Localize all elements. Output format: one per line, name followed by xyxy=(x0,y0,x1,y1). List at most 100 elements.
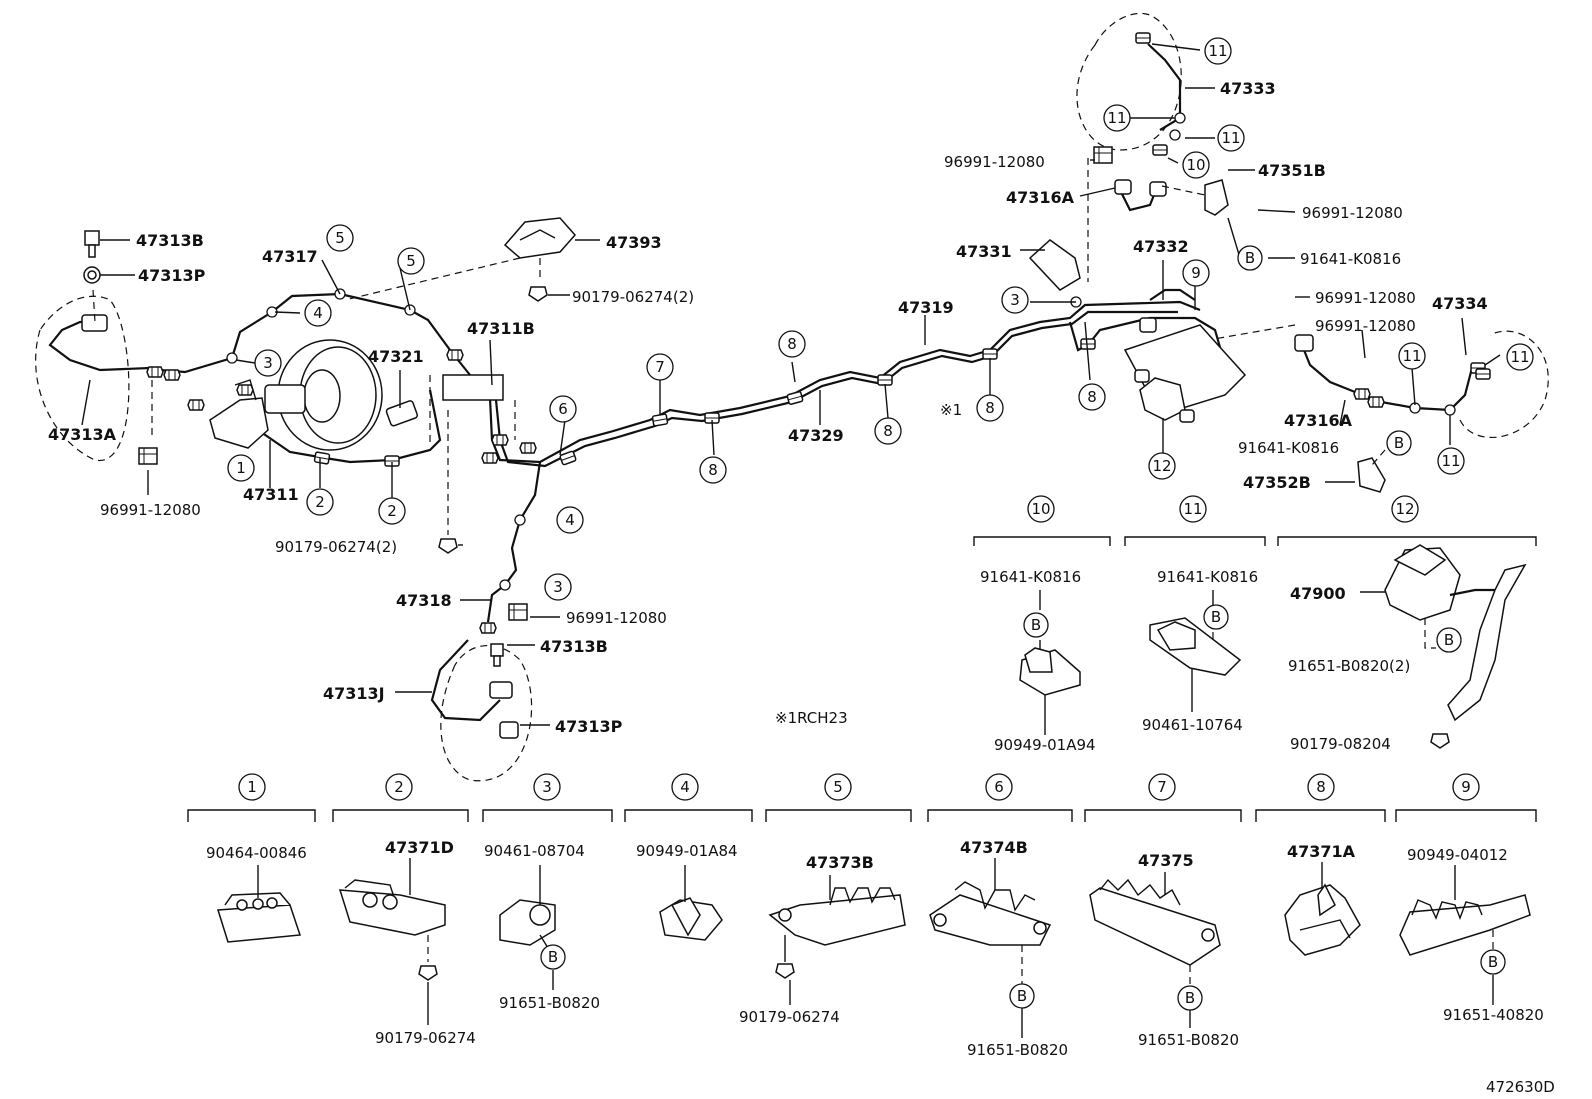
circled-number-text-12: 12 xyxy=(1395,500,1414,518)
circled-number-11 xyxy=(1217,124,1245,152)
kit-12-upper-label: 47900 xyxy=(1290,584,1346,603)
circled-number-text-10: 10 xyxy=(1186,156,1205,174)
kit-3-upper-label: 90461-08704 xyxy=(484,842,585,860)
kit-7-upper-label: 47375 xyxy=(1138,851,1194,870)
circled-number-text-8: 8 xyxy=(787,335,797,353)
circled-number-text-1: 1 xyxy=(247,778,257,796)
circled-number-3 xyxy=(254,349,282,377)
label-47311: 47311 xyxy=(243,485,299,504)
note-marker: ※1 xyxy=(940,401,962,419)
kit-5-drawing xyxy=(768,875,906,1005)
circled-number-6 xyxy=(549,395,577,423)
circled-number-text-11: 11 xyxy=(1107,109,1126,127)
circled-number-text-11: 11 xyxy=(1208,42,1227,60)
part-number-labels: 47313B 47313P 47313A 96991-12080 47317 4… xyxy=(48,79,1555,1096)
circled-number-11 xyxy=(1103,104,1131,132)
kit-8-drawing xyxy=(1284,862,1361,956)
kit-11-lower-label: 90461-10764 xyxy=(1142,716,1243,734)
kit-2-drawing xyxy=(338,858,446,1025)
circled-number-text-2: 2 xyxy=(315,493,325,511)
kit-5-upper-label: 47373B xyxy=(806,853,874,872)
circled-number-text-8: 8 xyxy=(985,399,995,417)
front-left-hose xyxy=(35,230,181,465)
kit-12-lower-label: 90179-08204 xyxy=(1290,735,1391,753)
circled-number-text-5: 5 xyxy=(833,778,843,796)
kit-10-drawing xyxy=(1019,590,1081,735)
circled-number-text-6: 6 xyxy=(994,778,1004,796)
circled-number-5 xyxy=(397,247,425,275)
circled-number-8 xyxy=(778,330,806,358)
label-47316A-bottom: 47316A xyxy=(1284,411,1353,430)
bolt-marker-b xyxy=(1203,604,1229,630)
label-47352B: 47352B xyxy=(1243,473,1311,492)
kit-6-lower-label: 91651-B0820 xyxy=(967,1041,1068,1059)
circled-number-3 xyxy=(1001,286,1029,314)
bolt-marker-b xyxy=(1436,627,1462,653)
kit-1-drawing xyxy=(217,865,302,943)
circled-number-text-4: 4 xyxy=(313,304,323,322)
kit-3-lower-label: 91651-B0820 xyxy=(499,994,600,1012)
label-47313B-top: 47313B xyxy=(136,231,204,250)
bolt-marker-b xyxy=(1023,612,1049,638)
junction-dots xyxy=(226,112,1456,591)
circled-number-text-4: 4 xyxy=(565,511,575,529)
kit-1-upper-label: 90464-00846 xyxy=(206,844,307,862)
kit-4-upper-label: 90949-01A84 xyxy=(636,842,738,860)
rear-right-hose xyxy=(1149,324,1549,493)
circled-number-text-6: 6 xyxy=(558,400,568,418)
bracket-47393 xyxy=(344,217,577,302)
label-96991-mid: 96991-12080 xyxy=(566,609,667,627)
circled-number-8 xyxy=(874,417,902,445)
label-47313J: 47313J xyxy=(323,684,385,703)
circled-number-text-8: 8 xyxy=(1087,388,1097,406)
kit-5-lower-label: 90179-06274 xyxy=(739,1008,840,1026)
label-96991-r2: 96991-12080 xyxy=(1315,289,1416,307)
circled-number-2 xyxy=(306,488,334,516)
kit-11-drawing xyxy=(1149,590,1242,712)
circled-number-3 xyxy=(533,773,561,801)
circled-number-8 xyxy=(1078,383,1106,411)
label-47313A: 47313A xyxy=(48,425,117,444)
circled-number-text-10: 10 xyxy=(1031,500,1050,518)
kit-8-upper-label: 47371A xyxy=(1287,842,1356,861)
circled-number-text-5: 5 xyxy=(335,229,345,247)
label-47313P-top: 47313P xyxy=(138,266,206,285)
circled-number-1 xyxy=(227,454,255,482)
circled-number-text-9: 9 xyxy=(1191,264,1201,282)
circled-number-11 xyxy=(1179,495,1207,523)
circled-number-5 xyxy=(326,224,354,252)
bolt-marker-b xyxy=(1237,245,1263,271)
label-47393: 47393 xyxy=(606,233,662,252)
rear-left-hose xyxy=(430,603,533,782)
bolt-marker-b-text: B xyxy=(1394,434,1404,452)
circled-number-8 xyxy=(976,394,1004,422)
bolt-marker-b-text: B xyxy=(1017,987,1027,1005)
kit-12-drawing xyxy=(1360,544,1527,749)
circled-number-text-8: 8 xyxy=(883,422,893,440)
label-47321: 47321 xyxy=(368,347,424,366)
bolt-marker-b xyxy=(1009,983,1035,1009)
circled-number-3 xyxy=(544,573,572,601)
circled-number-text-11: 11 xyxy=(1402,347,1421,365)
brake-booster xyxy=(209,339,383,451)
circled-number-text-3: 3 xyxy=(553,578,563,596)
label-47331: 47331 xyxy=(956,242,1012,261)
circled-number-text-3: 3 xyxy=(542,778,552,796)
circled-number-5 xyxy=(824,773,852,801)
label-47333: 47333 xyxy=(1220,79,1276,98)
label-96991-r3: 96991-12080 xyxy=(1315,317,1416,335)
kit-6-upper-label: 47374B xyxy=(960,838,1028,857)
leader-lines xyxy=(81,43,1501,726)
label-47311B: 47311B xyxy=(467,319,535,338)
circled-number-8 xyxy=(1307,773,1335,801)
circled-number-text-7: 7 xyxy=(1157,778,1167,796)
circled-number-text-5: 5 xyxy=(406,252,416,270)
label-47318: 47318 xyxy=(396,591,452,610)
circled-number-text-11: 11 xyxy=(1510,348,1529,366)
label-90179-left: 90179-06274(2) xyxy=(275,538,397,556)
kit-6-drawing xyxy=(929,858,1052,1038)
label-91641-r1: 91641-K0816 xyxy=(1300,250,1401,268)
